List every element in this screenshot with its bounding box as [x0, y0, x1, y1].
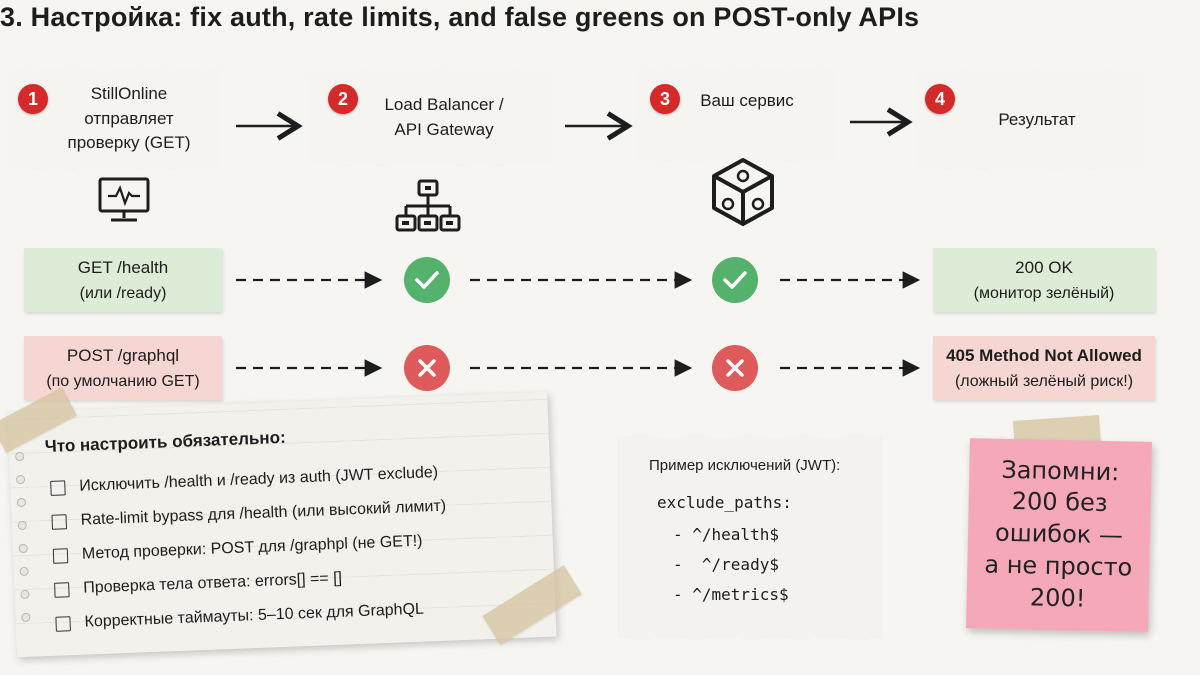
step-card-result: Результат — [915, 70, 1143, 170]
code-line: - ^/metrics$ — [673, 585, 789, 604]
step-label-gateway: Load Balancer / API Gateway — [384, 95, 504, 139]
step-card-client: StillOnline отправляет проверку (GET) — [8, 68, 220, 170]
checklist-note: Что настроить обязательно: Исключить /he… — [7, 391, 557, 658]
service-get-check-icon — [712, 257, 758, 303]
service-cube-icon — [712, 158, 774, 226]
post-request-label: POST /graphql — [66, 345, 180, 365]
checkbox-icon[interactable] — [52, 547, 69, 564]
monitor-heartbeat-icon — [98, 177, 150, 222]
checklist-item-label: Проверка тела ответа: errors[] == [] — [82, 569, 343, 597]
step-label-service: Ваш сервис — [700, 90, 794, 110]
jwt-exclusions-card: Пример исключений (JWT): exclude_paths: … — [617, 435, 882, 640]
checkbox-icon[interactable] — [51, 513, 68, 530]
post-result-note: (ложный зелёный риск!) — [954, 372, 1134, 390]
step-card-service: Ваш сервис — [638, 68, 834, 162]
code-line: - ^/health$ — [673, 525, 779, 544]
checklist-heading: Что настроить обязательно: — [44, 427, 287, 457]
checklist-item-label: Метод проверки: POST для /graphpl (не GE… — [81, 532, 423, 563]
get-result-label: 200 OK — [1015, 257, 1073, 277]
checkbox-icon[interactable] — [55, 615, 71, 632]
code-example-title: Пример исключений (JWT): — [649, 457, 841, 474]
post-result-label: 405 Method Not Allowed — [946, 345, 1142, 365]
get-request-pill: GET /health (или /ready) — [24, 248, 222, 312]
code-line: exclude_paths: — [657, 493, 792, 512]
post-result-pill: 405 Method Not Allowed (ложный зелёный р… — [933, 336, 1155, 400]
get-result-note: (монитор зелёный) — [973, 284, 1115, 302]
get-result-pill: 200 OK (монитор зелёный) — [933, 248, 1155, 312]
checkbox-icon[interactable] — [54, 581, 70, 598]
checklist-item-label: Rate-limit bypass для /health (или высок… — [80, 497, 447, 529]
post-request-note: (по умолчанию GET) — [46, 372, 200, 390]
service-post-cross-icon — [712, 345, 758, 391]
code-line: - ^/ready$ — [673, 555, 779, 574]
step-badge-4: 4 — [925, 84, 955, 114]
notebook-holes — [15, 451, 36, 632]
page-title: 3. Настройка: fix auth, rate limits, and… — [0, 2, 920, 32]
gateway-get-check-icon — [404, 257, 450, 303]
reminder-sticky-note: Запомни: 200 без ошибок — а не просто 20… — [966, 438, 1152, 632]
get-request-label: GET /health — [77, 257, 169, 277]
step-badge-3: 3 — [650, 84, 680, 114]
step-label-result: Результат — [998, 109, 1076, 129]
get-request-note: (или /ready) — [79, 284, 167, 302]
step-badge-2: 2 — [328, 84, 358, 114]
checklist-item-label: Корректные таймауты: 5–10 сек для GraphQ… — [84, 600, 425, 631]
step-badge-1: 1 — [18, 84, 48, 114]
checklist-item-label: Исключить /health и /ready из auth (JWT … — [79, 463, 439, 495]
gateway-post-cross-icon — [404, 345, 450, 391]
step-label-client: StillOnline отправляет проверку (GET) — [67, 84, 191, 153]
checkbox-icon[interactable] — [50, 479, 66, 496]
network-tree-icon — [395, 179, 461, 232]
